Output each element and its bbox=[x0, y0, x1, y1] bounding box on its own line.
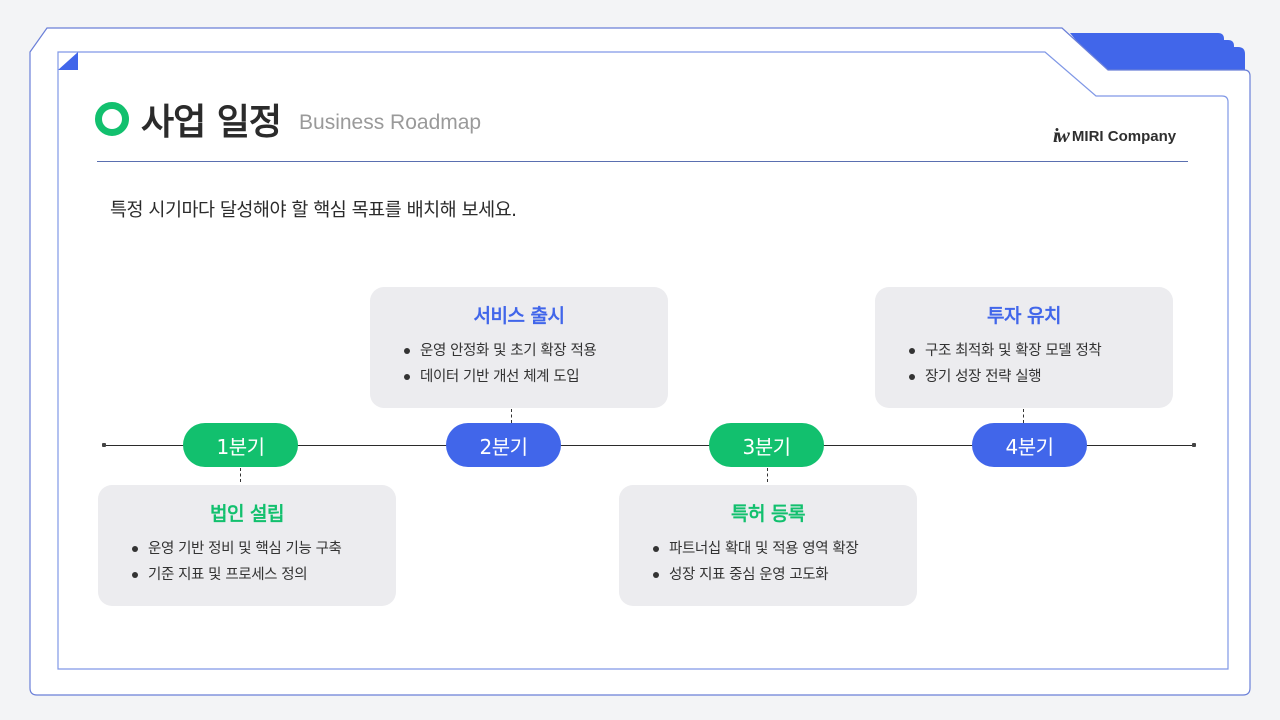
card-title: 법인 설립 bbox=[209, 503, 285, 525]
list-item: 데이터 기반 개선 체계 도입 bbox=[404, 364, 668, 390]
milestone-pill-q1: 1분기 bbox=[183, 423, 298, 467]
card-title: 서비스 출시 bbox=[473, 305, 565, 327]
description-text: 특정 시기마다 달성해야 할 핵심 목표를 배치해 보세요. bbox=[110, 200, 517, 221]
timeline-axis bbox=[104, 445, 1194, 446]
connector-q4 bbox=[1023, 409, 1024, 423]
milestone-card-q1: 법인 설립 운영 기반 정비 및 핵심 기능 구축 기준 지표 및 프로세스 정… bbox=[98, 485, 396, 606]
connector-q3 bbox=[767, 468, 768, 482]
milestone-card-q4: 투자 유치 구조 최적화 및 확장 모델 정착 장기 성장 전략 실행 bbox=[875, 287, 1173, 408]
milestone-card-q2: 서비스 출시 운영 안정화 및 초기 확장 적용 데이터 기반 개선 체계 도입 bbox=[370, 287, 668, 408]
card-list: 구조 최적화 및 확장 모델 정착 장기 성장 전략 실행 bbox=[875, 338, 1173, 390]
card-list: 운영 기반 정비 및 핵심 기능 구축 기준 지표 및 프로세스 정의 bbox=[98, 536, 396, 588]
milestone-card-q3: 특허 등록 파트너십 확대 및 적용 영역 확장 성장 지표 중심 운영 고도화 bbox=[619, 485, 917, 606]
card-title: 투자 유치 bbox=[986, 305, 1062, 327]
card-list: 파트너십 확대 및 적용 영역 확장 성장 지표 중심 운영 고도화 bbox=[619, 536, 917, 588]
list-item: 구조 최적화 및 확장 모델 정착 bbox=[909, 338, 1173, 364]
list-item: 장기 성장 전략 실행 bbox=[909, 364, 1173, 390]
connector-q2 bbox=[511, 409, 512, 423]
logo-mark-icon: iw bbox=[1053, 125, 1070, 147]
header-divider bbox=[97, 161, 1188, 162]
card-title: 특허 등록 bbox=[730, 503, 806, 525]
timeline-end-dot bbox=[1192, 443, 1196, 447]
title-row: 사업 일정 Business Roadmap bbox=[95, 92, 481, 146]
milestone-pill-q3: 3분기 bbox=[709, 423, 824, 467]
timeline-start-dot bbox=[102, 443, 106, 447]
logo-text: MIRI Company bbox=[1071, 128, 1177, 145]
folder-tab-front bbox=[1082, 47, 1245, 72]
card-list: 운영 안정화 및 초기 확장 적용 데이터 기반 개선 체계 도입 bbox=[370, 338, 668, 390]
list-item: 운영 기반 정비 및 핵심 기능 구축 bbox=[132, 536, 396, 562]
milestone-pill-q2: 2분기 bbox=[446, 423, 561, 467]
list-item: 성장 지표 중심 운영 고도화 bbox=[653, 562, 917, 588]
connector-q1 bbox=[240, 468, 241, 482]
list-item: 기준 지표 및 프로세스 정의 bbox=[132, 562, 396, 588]
milestone-pill-q4: 4분기 bbox=[972, 423, 1087, 467]
list-item: 운영 안정화 및 초기 확장 적용 bbox=[404, 338, 668, 364]
corner-triangle bbox=[58, 52, 78, 70]
page-subtitle: Business Roadmap bbox=[299, 111, 482, 134]
company-logo: iw MIRI Company bbox=[1053, 125, 1176, 148]
list-item: 파트너십 확대 및 적용 영역 확장 bbox=[653, 536, 917, 562]
title-ring-icon bbox=[95, 102, 129, 136]
page-title: 사업 일정 bbox=[141, 102, 282, 143]
